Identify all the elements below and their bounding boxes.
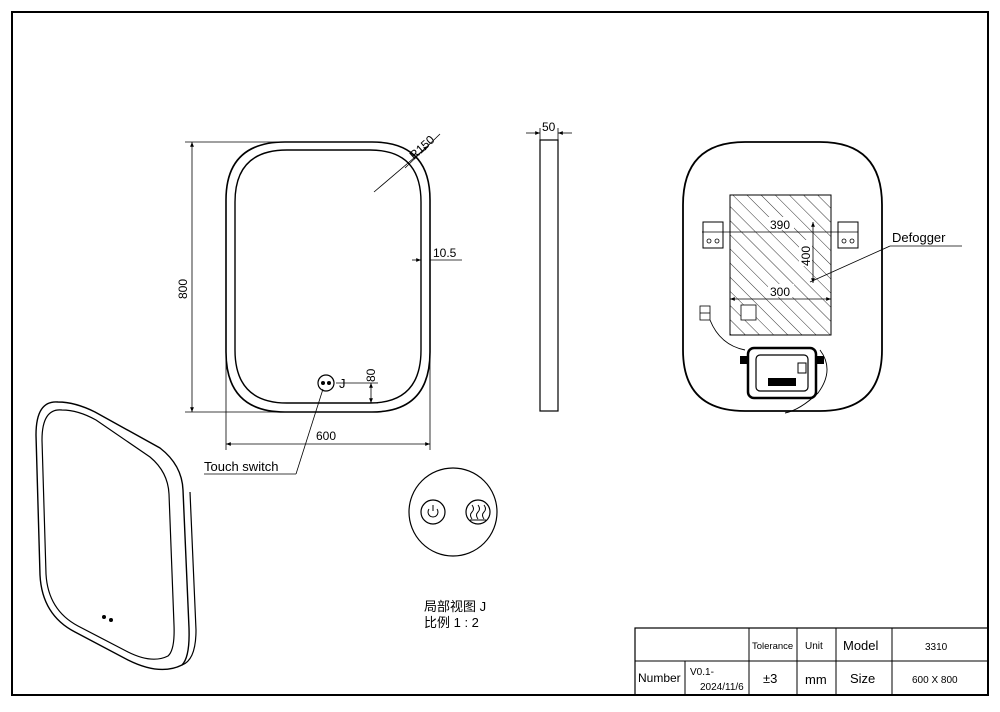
size-label: Size — [850, 671, 875, 686]
touch-switch-label: Touch switch — [204, 459, 278, 474]
defogger-label: Defogger — [892, 230, 946, 245]
touch-switch-leader — [295, 388, 324, 475]
power-box — [740, 346, 824, 400]
unit-value: mm — [805, 672, 827, 687]
right-bracket — [837, 221, 859, 249]
defogger-leader — [809, 245, 891, 283]
front-view: J 80 800 600 R150 10.5 Touch switch — [176, 132, 462, 475]
dim-800-label: 800 — [176, 279, 190, 299]
dim-600-label: 600 — [316, 429, 336, 443]
radius-leader — [373, 145, 429, 193]
defogger-wire — [709, 319, 746, 351]
size-value: 600 X 800 — [912, 675, 958, 686]
number-label: Number — [638, 671, 681, 685]
radius-label: R150 — [407, 132, 438, 162]
frame-dim-label: 10.5 — [433, 246, 457, 260]
detail-marker-j: J — [339, 376, 346, 391]
dim-80-label: 80 — [364, 368, 378, 382]
mirror-perspective-outer — [35, 401, 190, 671]
touch-switch-marker — [317, 374, 335, 392]
pad-width-top-label: 390 — [770, 218, 790, 232]
detail-circle — [408, 467, 498, 557]
left-bracket — [702, 221, 724, 249]
mirror-back-outline — [682, 141, 883, 412]
mirror-perspective-inner — [41, 409, 175, 660]
detail-view-scale: 比例 1 : 2 — [424, 615, 479, 630]
mirror-side-profile — [539, 139, 559, 412]
unit-label: Unit — [805, 641, 823, 652]
detail-view-title: 局部视图 J — [424, 599, 486, 614]
tolerance-value: ±3 — [763, 671, 777, 686]
tolerance-label: Tolerance — [752, 641, 793, 652]
sheet-border — [11, 11, 989, 696]
side-view: 50 — [526, 120, 572, 412]
model-label: Model — [843, 638, 879, 653]
defog-button-icon — [465, 499, 491, 525]
back-view: 390 300 400 — [682, 141, 962, 414]
detail-view-j: 局部视图 J 比例 1 : 2 — [408, 467, 498, 630]
pad-height-label: 400 — [799, 246, 813, 266]
mirror-outline-outer — [225, 141, 431, 413]
power-button-icon — [420, 499, 446, 525]
depth-dim-label: 50 — [542, 120, 556, 134]
version-line-2: 2024/11/6 — [700, 682, 744, 693]
title-block: Tolerance Unit Model 3310 Number V0.1- 2… — [634, 627, 989, 696]
mirror-outline-inner — [234, 149, 422, 404]
perspective-view — [35, 401, 197, 671]
version-line-1: V0.1- — [690, 667, 714, 678]
pad-width-bottom-label: 300 — [770, 285, 790, 299]
model-value: 3310 — [925, 642, 948, 653]
